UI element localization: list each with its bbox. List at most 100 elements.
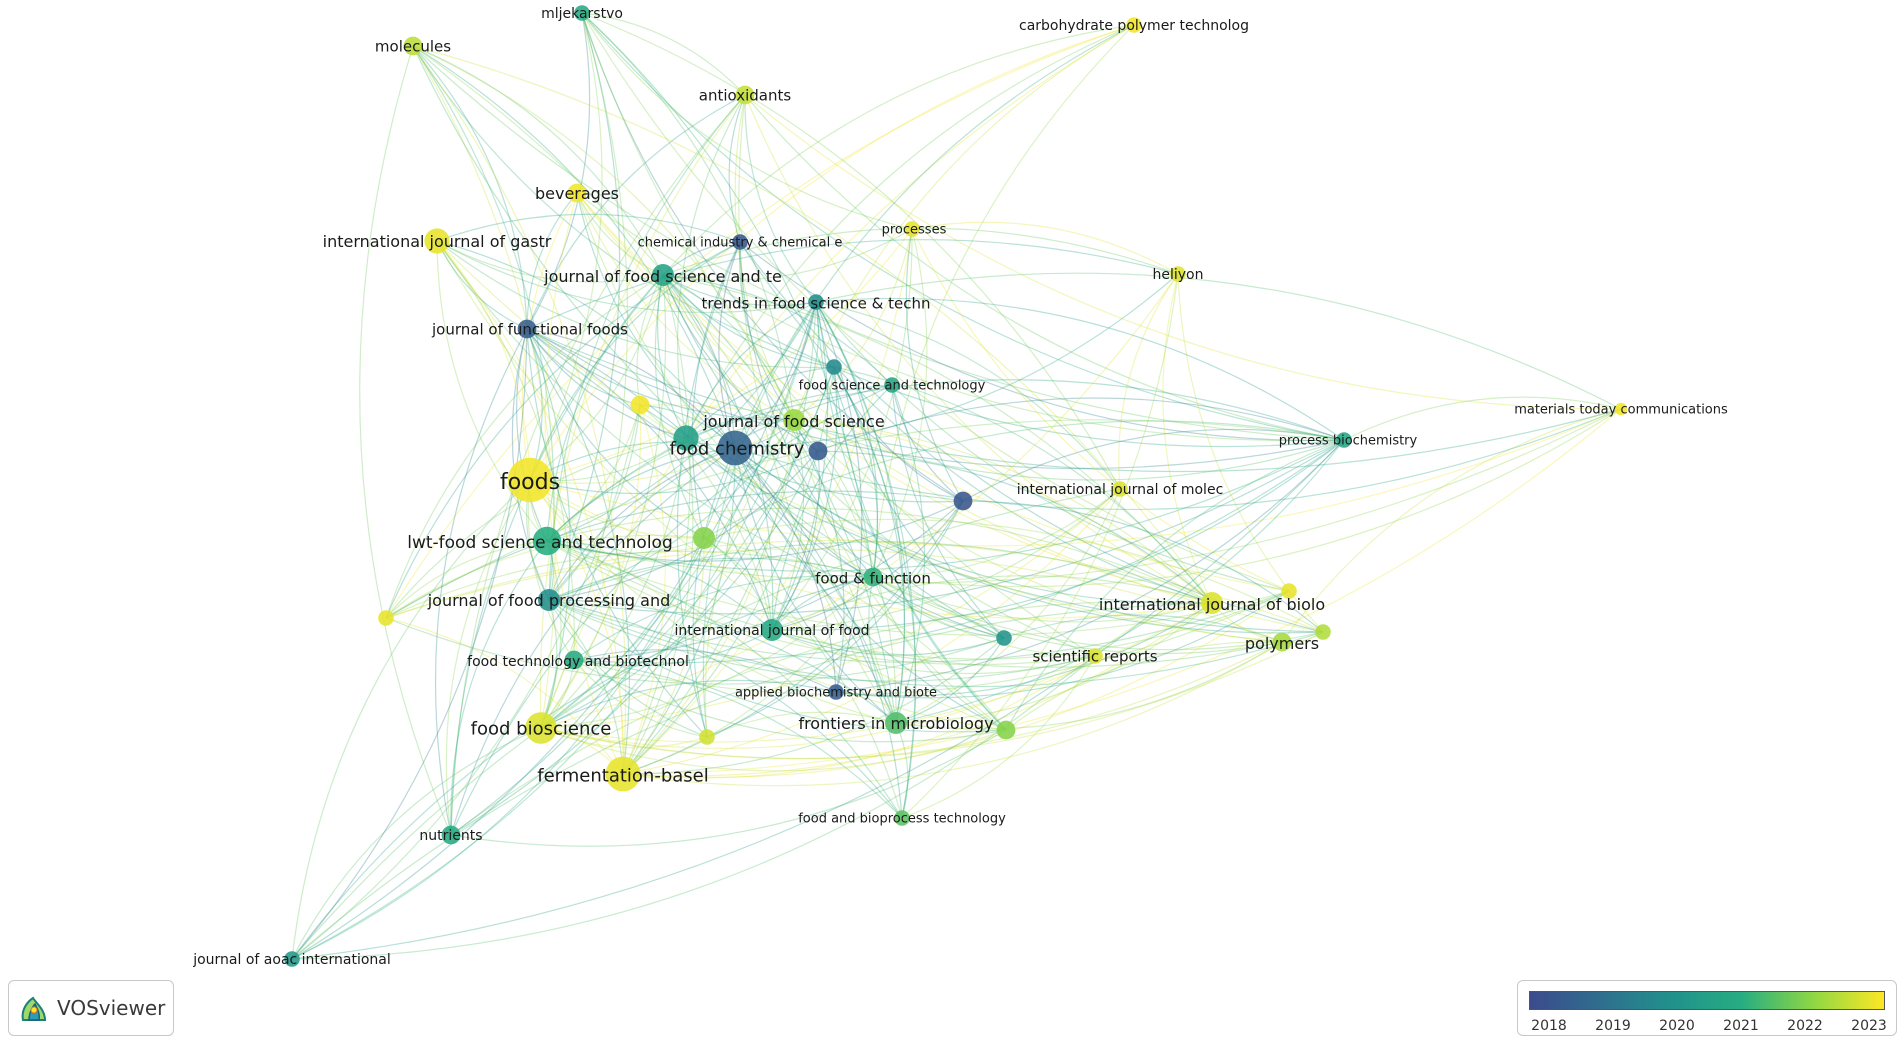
node-polymers[interactable] [1272,632,1292,652]
node-foods[interactable] [507,457,553,503]
node-antioxidants[interactable] [735,85,755,105]
network-link [703,537,1007,731]
node-foodchem[interactable] [717,430,753,466]
node-ferm[interactable] [605,756,641,792]
network-link [685,301,817,439]
node-unlabeled1[interactable] [826,359,842,375]
node-carbohydrate[interactable] [1126,17,1142,33]
node-label-procbio[interactable]: process biochemistry [1279,434,1418,449]
node-label-ijmolec[interactable]: international journal of molec [1017,482,1224,498]
node-jfs[interactable] [783,409,805,431]
node-unlabeled8[interactable] [378,610,394,626]
node-heliyon[interactable] [1170,266,1186,282]
node-nutrients[interactable] [441,825,461,845]
network-link [385,617,624,775]
node-unlabeled12[interactable] [699,729,715,745]
network-link [548,599,1007,733]
node-label-trends[interactable]: trends in food science & techn [702,294,931,312]
node-frontmicro[interactable] [885,712,907,734]
node-label-polymers[interactable]: polymers [1245,634,1319,653]
node-scirep[interactable] [1087,648,1103,664]
node-label-foodfunc[interactable]: food & function [815,569,931,587]
node-unlabeled9[interactable] [996,630,1012,646]
node-unlabeled4[interactable] [808,441,828,461]
node-label-foodbio[interactable]: food bioscience [471,718,612,739]
node-ijgastr[interactable] [424,228,450,254]
node-unlabeled6[interactable] [693,527,715,549]
network-link [662,274,1096,657]
network-link [872,576,1007,731]
node-unlabeled11[interactable] [996,720,1016,740]
node-label-jfs[interactable]: journal of food science [702,412,884,431]
network-link [662,274,893,386]
node-jfpp[interactable] [538,589,560,611]
node-label-lwt[interactable]: lwt-food science and technolog [407,533,673,553]
node-label-mljekarstvo[interactable]: mljekarstvo [541,6,623,22]
node-label-ijgastr[interactable]: international journal of gastr [323,232,552,251]
network-link [548,541,1213,604]
node-appbio[interactable] [828,684,844,700]
node-unlabeled10[interactable] [1315,624,1331,640]
node-unlabeled2[interactable] [630,395,650,415]
node-molecules[interactable] [403,36,423,56]
node-label-appbio[interactable]: applied biochemistry and biote [735,686,937,701]
node-unlabeled5[interactable] [953,491,973,511]
node-jfst[interactable] [652,264,674,286]
node-label-chemind[interactable]: chemical industry & chemical e [638,236,843,251]
node-label-mtc[interactable]: materials today communications [1514,403,1728,418]
node-fbt[interactable] [894,810,910,826]
node-mtc[interactable] [1614,402,1628,416]
network-link [540,727,708,749]
node-label-ijbiolo[interactable]: international journal of biolo [1099,595,1325,614]
node-label-jfpp[interactable]: journal of food processing and [427,591,671,610]
node-fst[interactable] [884,377,900,393]
network-link [703,537,903,819]
network-link [576,192,664,276]
node-label-jff[interactable]: journal of functional foods [431,320,628,338]
network-link [385,437,687,619]
node-ijfood[interactable] [761,619,783,641]
node-processes[interactable] [904,221,920,237]
node-label-molecules[interactable]: molecules [375,37,451,55]
node-label-frontmicro[interactable]: frontiers in microbiology [798,714,993,733]
node-ijbiolo[interactable] [1201,592,1223,614]
node-label-antioxidants[interactable]: antioxidants [699,86,792,104]
node-label-nutrients[interactable]: nutrients [419,828,482,844]
node-label-fbt[interactable]: food and bioprocess technology [798,812,1006,827]
node-mljekarstvo[interactable] [574,5,590,21]
node-label-ftb[interactable]: food technology and biotechnol [467,654,689,670]
node-lwt[interactable] [532,526,562,556]
node-label-carbohydrate[interactable]: carbohydrate polymer technolog [1019,18,1249,34]
node-ijmolec[interactable] [1112,481,1128,497]
network-link [662,274,897,724]
node-jff[interactable] [517,319,537,339]
network-links [291,12,1622,960]
node-label-foods[interactable]: foods [500,470,560,495]
node-label-foodchem[interactable]: food chemistry [670,438,805,459]
node-label-fst[interactable]: food science and technology [799,379,986,394]
network-link [891,384,926,724]
node-label-ferm[interactable]: fermentation-basel [537,765,708,786]
node-beverages[interactable] [567,183,587,203]
node-label-scirep[interactable]: scientific reports [1032,647,1157,665]
network-link [817,450,1213,604]
node-chemind[interactable] [732,234,748,250]
node-label-beverages[interactable]: beverages [535,184,619,203]
node-trends[interactable] [808,294,824,310]
node-ftb[interactable] [564,650,584,670]
node-unlabeled3[interactable] [673,425,699,451]
node-label-processes[interactable]: processes [882,223,947,238]
network-link [734,447,1213,605]
node-foodfunc[interactable] [863,567,883,587]
node-jaoac[interactable] [284,951,300,967]
network-link [546,404,641,542]
node-unlabeled7[interactable] [1281,583,1297,599]
network-link [734,24,1135,449]
node-label-ijfood[interactable]: international journal of food [674,623,869,639]
node-label-jfst[interactable]: journal of food science and te [543,267,782,286]
node-label-jaoac[interactable]: journal of aoac international [192,952,391,968]
network-link [815,301,863,693]
node-procbio[interactable] [1336,432,1352,448]
node-foodbio[interactable] [525,712,557,744]
node-label-heliyon[interactable]: heliyon [1153,267,1204,283]
